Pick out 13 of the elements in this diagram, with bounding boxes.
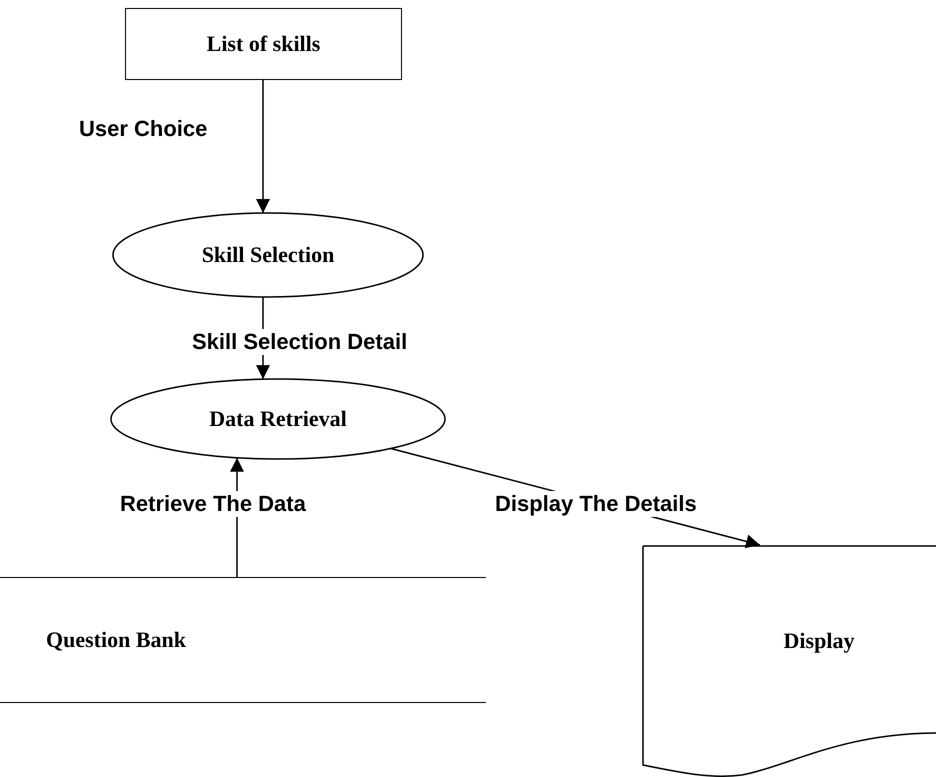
node-label: Data Retrieval: [209, 406, 347, 432]
node-label: List of skills: [206, 31, 320, 57]
edge-label: Retrieve The Data: [118, 491, 308, 517]
process-ellipse: [112, 212, 424, 298]
node-label: Display: [784, 628, 854, 654]
entity-box: [125, 8, 402, 80]
document-shape: [642, 545, 936, 777]
arrow: [256, 80, 270, 214]
process-ellipse: [110, 378, 446, 460]
node-label: Skill Selection: [202, 242, 334, 268]
edge-label: Display The Details: [493, 491, 699, 517]
node-label: Question Bank: [46, 627, 186, 653]
data-store: [0, 577, 486, 703]
